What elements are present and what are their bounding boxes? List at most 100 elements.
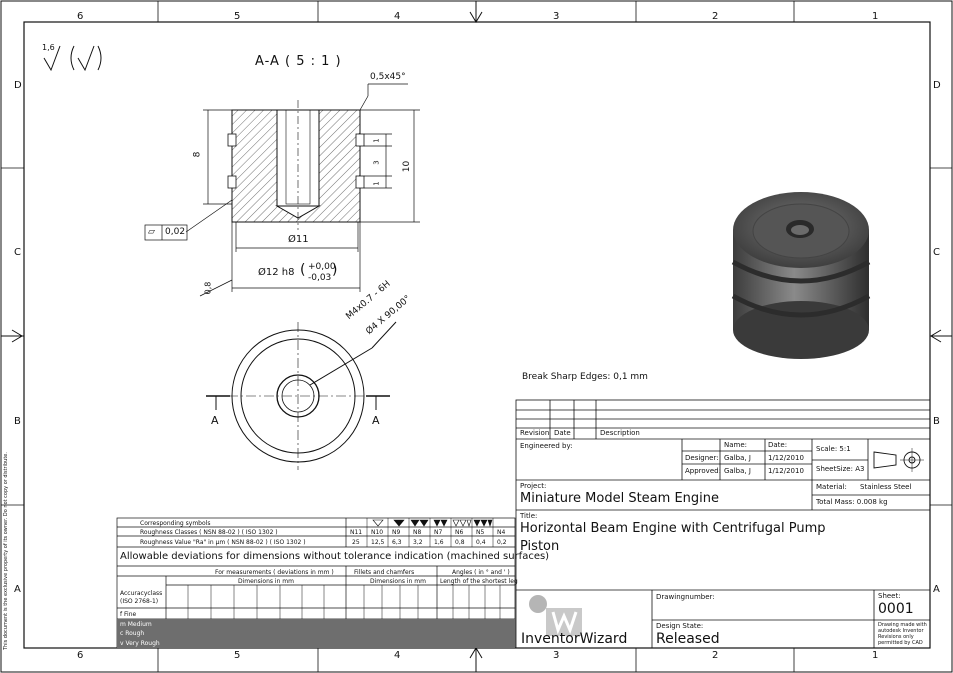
zone-top-3: 3 [553,11,560,22]
approved-label: Approved: [685,467,721,475]
dia-11-dim: Ø11 [288,234,309,245]
sheet-number: 0001 [878,601,914,617]
zone-bottom-2: 2 [712,650,719,661]
flatness-icon: ⏥ [148,227,155,237]
dia-12-dim: Ø12 h8 [258,267,295,278]
left-margin-note: This document is the exclusive property … [3,452,9,650]
sheetsize-value: SheetSize: A3 [816,465,865,473]
zone-top-4: 4 [394,11,401,22]
ra-0-2: 0,2 [497,539,507,546]
design-state-value: Released [656,631,720,647]
projection-symbol-icon [873,448,924,472]
section-title: A-A ( 5 : 1 ) [255,54,342,69]
project-name: Miniature Model Steam Engine [520,491,719,506]
tol-paren-close: ) [332,262,338,278]
zone-bottom-5: 5 [234,650,241,661]
design-state-label: Design State: [656,622,704,630]
iso-render [731,192,871,359]
roughness-symbols [372,519,493,527]
zone-top-6: 6 [77,11,84,22]
fillets-header: Fillets and chamfers [354,569,415,576]
gap-3-dim: 3 [372,160,381,165]
row-very-rough: v Very Rough [120,640,160,647]
ra-1-6: 1,6 [434,539,444,546]
ra-25: 25 [352,539,360,546]
material-label: Material: [816,483,847,491]
designer-name: Galba, J [724,454,751,462]
project-label: Project: [520,482,547,490]
class-n4: N4 [497,529,506,536]
class-n6: N6 [455,529,464,536]
zone-left-a: A [14,584,21,595]
note-line-2: autodesk Inventor [878,628,924,634]
designer-label: Designer: [685,454,719,462]
approved-date: 1/12/2010 [768,467,804,475]
ra-0-4: 0,4 [476,539,486,546]
drawingnumber-label: Drawingnumber: [656,593,715,601]
ra-6-3: 6,3 [392,539,402,546]
measurements-header: For measurements ( deviations in mm ) [215,569,334,576]
note-line-1: Drawing made with [878,622,927,628]
break-edges-note: Break Sharp Edges: 0,1 mm [522,372,648,382]
deviation-heading: Allowable deviations for dimensions with… [120,551,550,562]
class-n8: N8 [413,529,422,536]
accuracy-class-label: Accuracyclass (ISO 2768-1) [120,590,163,605]
table-row-values: Roughness Value "Ra" in µm ( NSN 88-02 )… [140,539,306,546]
material-value: Stainless Steel [860,483,912,491]
zone-right-a: A [933,584,940,595]
height-8-dim: 8 [192,151,203,158]
sheet-label: Sheet: [878,592,901,600]
zone-bottom-3: 3 [553,650,560,661]
title-line-1: Horizontal Beam Engine with Centrifugal … [520,521,826,536]
table-row-symbols: Corresponding symbols [140,520,211,527]
class-n5: N5 [476,529,485,536]
name-header: Name: [724,441,748,449]
zone-bottom-4: 4 [394,650,401,661]
groove-1a-dim: 1 [372,138,381,143]
note-line-4: permitted by CAD [878,640,923,646]
dim-mm-header-2: Dimensions in mm [370,578,426,585]
dim-mm-header: Dimensions in mm [238,578,294,585]
zone-right-d: D [933,80,941,91]
shortest-leg-header: Length of the shortest leg [440,578,518,585]
title-label: Title: [520,512,538,520]
tol-paren-open: ( [300,262,306,278]
title-block-lines [515,399,931,649]
zone-top-2: 2 [712,11,719,22]
section-view [227,100,365,230]
zone-right-c: C [933,247,940,258]
description-label: Description [600,429,640,437]
zone-bottom-1: 1 [872,650,879,661]
logo-text: InventorWizard [521,631,628,647]
chamfer-dim: 0,5x45° [370,72,406,82]
tol-upper: +0,00 [308,262,336,272]
section-dimensions [144,83,420,297]
zone-right-b: B [933,416,940,427]
engineered-by-label: Engineered by: [520,442,573,450]
title-line-2: Piston [520,539,560,554]
ra-3-2: 3,2 [413,539,423,546]
zone-left-b: B [14,416,21,427]
zone-left-c: C [14,247,21,258]
zone-bottom-6: 6 [77,650,84,661]
cut-label-right: A [372,414,380,427]
groove-1b-dim: 1 [372,181,381,186]
zone-top-5: 5 [234,11,241,22]
zone-left-d: D [14,80,22,91]
rough-rows-shading [117,619,515,648]
roughness-08: 0,8 [203,281,213,295]
table-row-classes: Roughness Classes ( NSN 88-02 ) ( ISO 13… [140,529,278,536]
flatness-value: 0,02 [165,227,186,237]
total-mass: Total Mass: 0.008 kg [816,498,888,506]
scale-value: Scale: 5:1 [816,445,851,453]
front-view [206,321,397,470]
class-n7: N7 [434,529,443,536]
angles-header: Angles ( in ° and ' ) [452,569,510,576]
date-label: Date [554,429,571,437]
note-line-3: Revisions only [878,634,914,640]
approved-name: Galba, J [724,467,751,475]
revision-label: Revision [520,429,550,437]
